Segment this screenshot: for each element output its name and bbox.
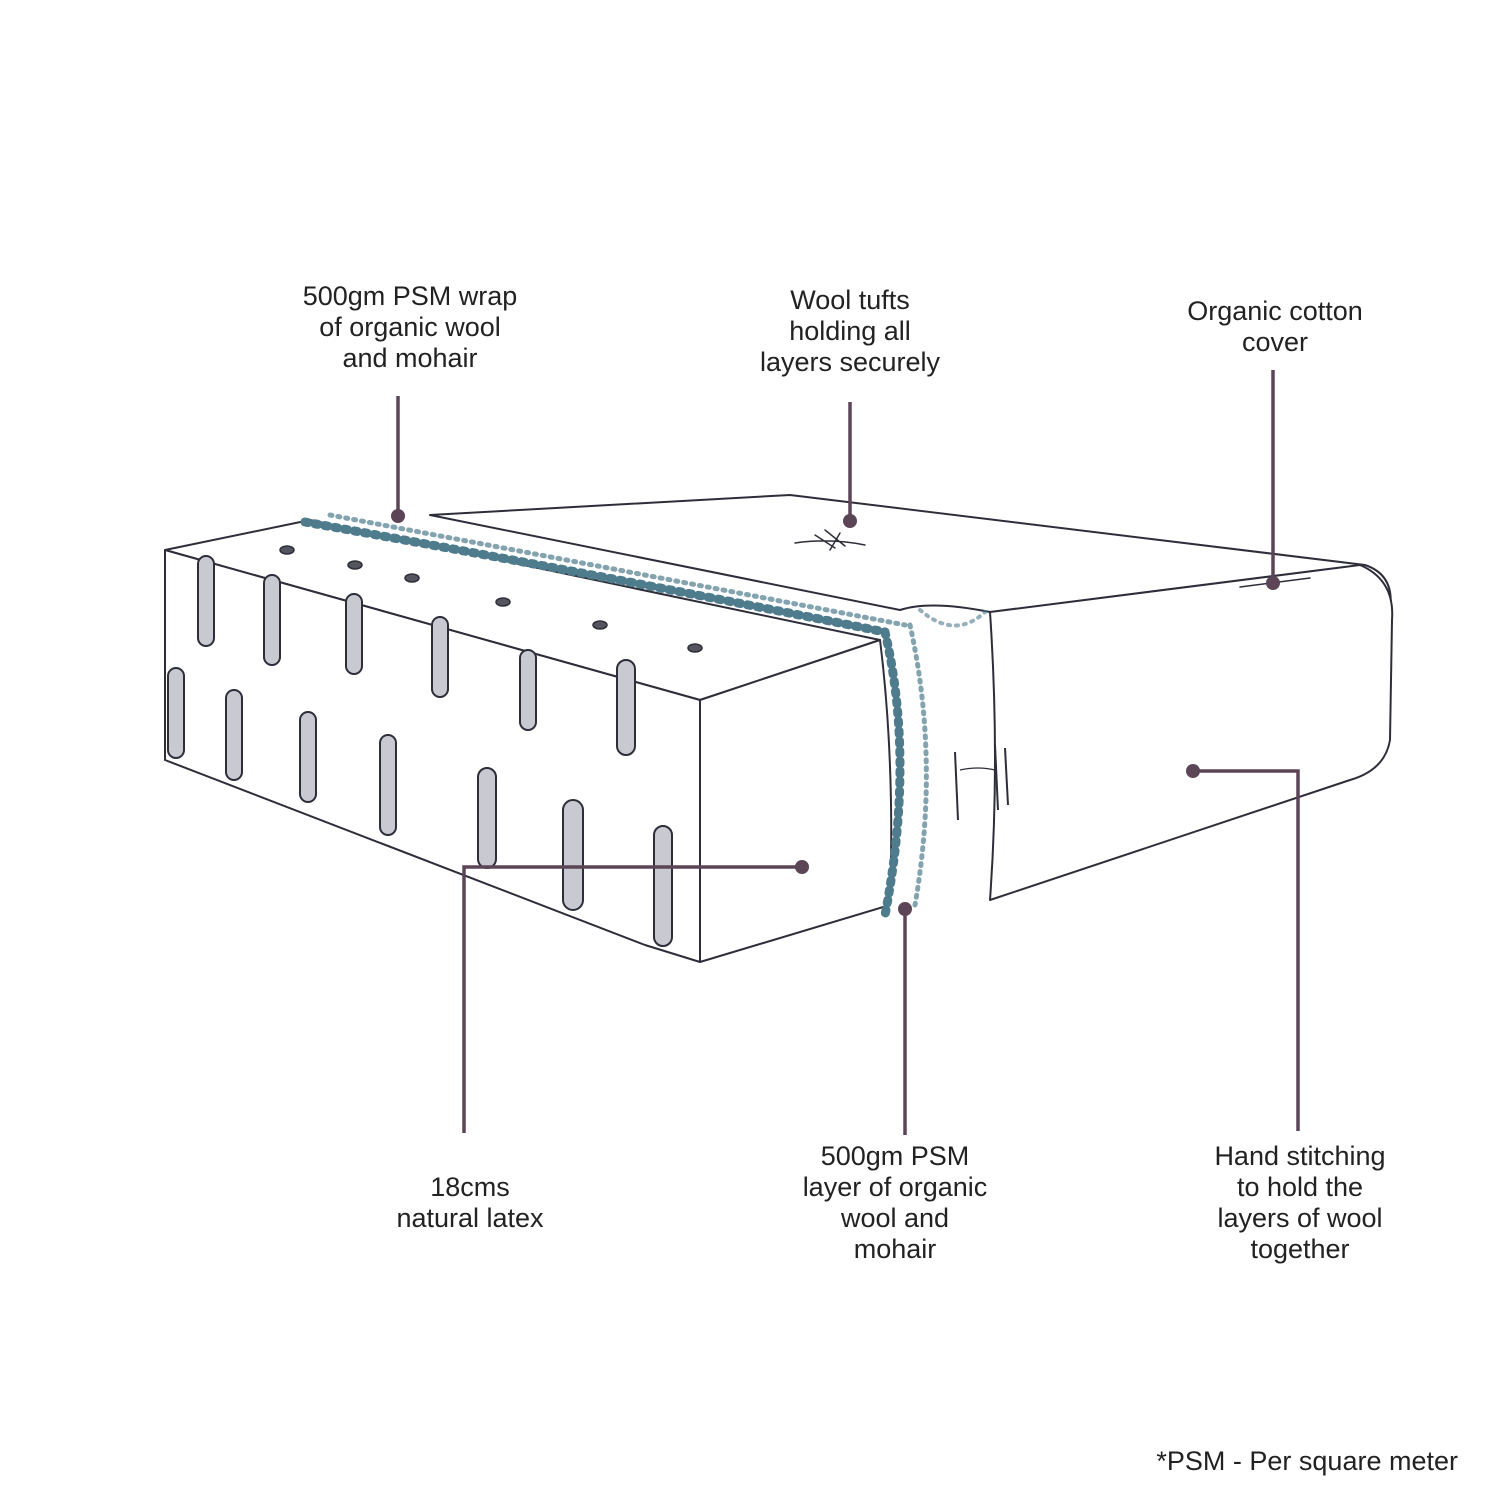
- label-wool-tufts: Wool tufts holding all layers securely: [720, 285, 980, 378]
- label-hand-stitching: Hand stitching to hold the layers of woo…: [1170, 1141, 1430, 1265]
- label-line: layer of organic: [802, 1172, 988, 1202]
- wool-wrap: [300, 512, 987, 920]
- label-line: holding all: [789, 316, 911, 346]
- dot-cover: [1266, 576, 1280, 590]
- dot-tufts: [843, 514, 857, 528]
- label-line: of organic wool: [319, 312, 501, 342]
- leader-stitch: [1193, 769, 1300, 1131]
- label-line: Wool tufts: [790, 285, 910, 315]
- label-line: layers securely: [759, 347, 941, 377]
- label-natural-latex: 18cms natural latex: [360, 1172, 580, 1234]
- label-wool-wrap: 500gm PSM wrap of organic wool and mohai…: [260, 281, 560, 374]
- dot-stitch: [1186, 764, 1200, 778]
- label-line: and mohair: [342, 343, 478, 373]
- latex-slots: [167, 555, 673, 947]
- label-line: natural latex: [396, 1203, 544, 1233]
- leader-lines: [396, 370, 1300, 1135]
- label-line: to hold the: [1236, 1172, 1364, 1202]
- label-line: 500gm PSM: [820, 1141, 970, 1171]
- leader-latex: [462, 865, 802, 1133]
- dot-layer: [898, 902, 912, 916]
- mattress-sketch: [164, 494, 1394, 963]
- cover-end-face: [989, 564, 1394, 901]
- label-line: 18cms: [430, 1172, 510, 1202]
- label-wool-layer: 500gm PSM layer of organic wool and moha…: [760, 1141, 1030, 1265]
- label-line: 500gm PSM wrap: [302, 281, 518, 311]
- hand-stitching-marks: [954, 744, 1009, 821]
- label-cotton-cover: Organic cotton cover: [1140, 296, 1410, 358]
- label-line: wool and: [840, 1203, 950, 1233]
- leader-dots: [391, 509, 1280, 916]
- label-line: together: [1250, 1234, 1350, 1264]
- latex-holes: [279, 545, 703, 653]
- label-line: Organic cotton: [1187, 296, 1363, 326]
- dot-latex: [795, 860, 809, 874]
- psm-footnote: *PSM - Per square meter: [1156, 1446, 1458, 1476]
- label-line: cover: [1241, 327, 1309, 357]
- label-line: mohair: [853, 1234, 937, 1264]
- label-line: layers of wool: [1217, 1203, 1383, 1233]
- dot-wrap: [391, 509, 405, 523]
- wool-tuft: [794, 529, 866, 551]
- label-line: Hand stitching: [1214, 1141, 1386, 1171]
